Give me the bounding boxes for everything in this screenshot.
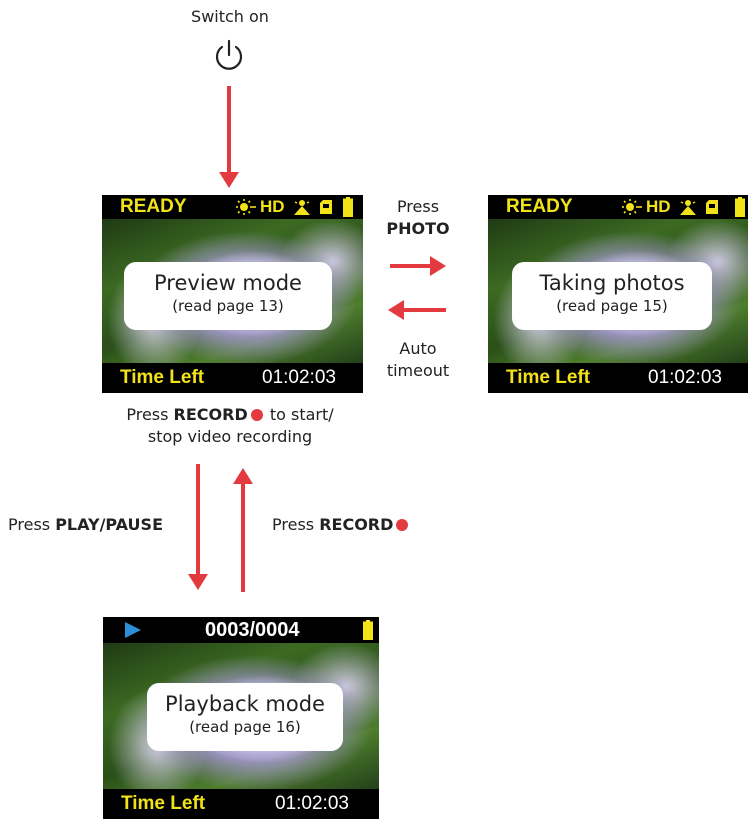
preview-title: Preview mode [154, 271, 302, 295]
file-counter: 0003/0004 [205, 619, 300, 641]
photo-subtitle: (read page 15) [556, 297, 668, 315]
time-left-value: 01:02:03 [648, 367, 722, 388]
battery-icon [363, 620, 373, 640]
sd-card-icon [320, 200, 332, 214]
time-left-value: 01:02:03 [262, 367, 336, 388]
scene-icon [680, 200, 696, 215]
light-icon [622, 199, 642, 215]
arrow-preview-to-playback [188, 464, 208, 590]
photo-screen: READY HD Taking photos (read page 15) Ti… [488, 195, 748, 393]
record-caption: Press RECORD to start/ stop video record… [126, 405, 334, 446]
time-left-label: Time Left [120, 367, 205, 388]
hd-badge: HD [646, 197, 671, 216]
arrow-playback-to-preview [233, 468, 253, 592]
playback-subtitle: (read page 16) [189, 718, 301, 736]
photo-title: Taking photos [539, 271, 685, 295]
scene-icon [294, 200, 310, 215]
power-icon [215, 39, 243, 70]
press-photo-label: Press PHOTO [386, 197, 450, 238]
preview-subtitle: (read page 13) [172, 297, 284, 315]
time-left-label: Time Left [121, 793, 206, 814]
battery-icon [343, 197, 353, 217]
record-dot-icon [250, 409, 263, 421]
status-ready: READY [120, 196, 187, 217]
switch-on-label: Switch on [191, 7, 269, 26]
arrow-switch-to-preview [219, 86, 239, 188]
playback-callout: Playback mode (read page 16) [147, 683, 343, 751]
time-left-value: 01:02:03 [275, 793, 349, 814]
sd-card-icon [706, 200, 718, 214]
photo-callout: Taking photos (read page 15) [512, 262, 712, 330]
arrow-preview-to-photo [390, 256, 446, 276]
play-pause-label: Press PLAY/PAUSE [8, 515, 163, 534]
battery-icon [735, 197, 745, 217]
time-left-label: Time Left [506, 367, 591, 388]
hd-badge: HD [260, 197, 285, 216]
light-icon [236, 199, 256, 215]
preview-screen: READY HD Preview mode (read page 13) Tim… [102, 195, 363, 393]
playback-screen: 0003/0004 Playback mode (read page 16) T… [103, 617, 379, 819]
record-dot-icon [396, 519, 409, 531]
playback-title: Playback mode [165, 692, 325, 716]
record-label: Press RECORD [272, 514, 410, 536]
status-ready: READY [506, 196, 573, 217]
arrow-photo-to-preview [388, 300, 446, 320]
play-icon [125, 622, 141, 638]
preview-callout: Preview mode (read page 13) [124, 262, 332, 330]
auto-timeout-label: Auto timeout [386, 339, 450, 380]
